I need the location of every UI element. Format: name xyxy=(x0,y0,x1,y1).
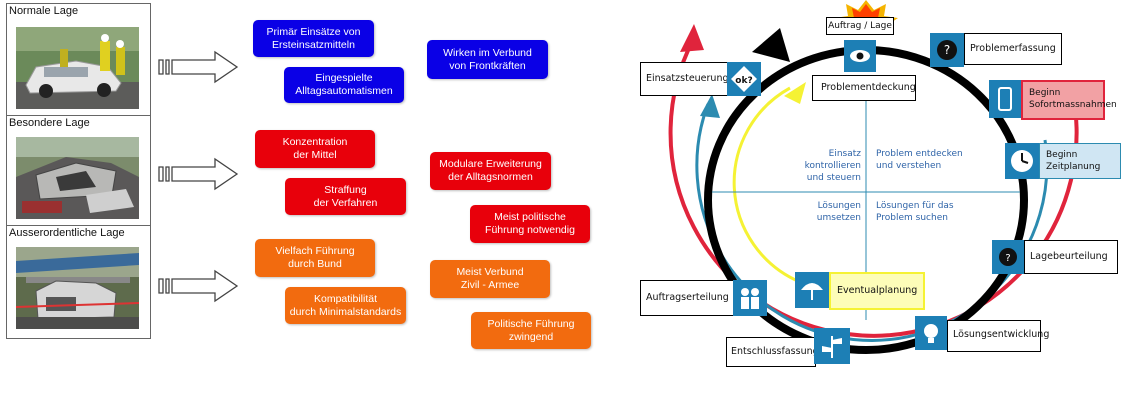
right-arrow-icon xyxy=(158,269,239,303)
photo-disaster-site xyxy=(16,247,139,329)
box-besondere-4: Meist politische Führung notwendig xyxy=(470,205,590,243)
signpost-icon xyxy=(814,328,850,364)
problemerfassung-box: Problemerfassung xyxy=(964,33,1062,65)
right-arrow-icon xyxy=(158,157,239,191)
lightbulb-icon xyxy=(915,316,947,350)
quadrant-top-right: Problem entdecken und verstehen xyxy=(876,149,963,171)
mobile-phone-icon xyxy=(989,80,1021,118)
question-gear-icon: ? xyxy=(930,33,964,67)
compass-icon: ? xyxy=(992,240,1024,274)
right-arrow-icon xyxy=(158,50,239,84)
quadrant-bottom-right: Lösungen für das Problem suchen xyxy=(876,201,954,223)
box-ausser-4: Politische Führung zwingend xyxy=(471,312,591,349)
svg-text:ok?: ok? xyxy=(735,76,752,86)
section-title-besondere: Besondere Lage xyxy=(9,117,90,129)
leadership-cycle-diagram: Auftrag / Lage Problementdeckung ? Probl… xyxy=(632,0,1121,418)
clock-icon xyxy=(1005,143,1039,179)
loesungsentwicklung-box: Lösungsentwicklung xyxy=(947,320,1049,352)
quadrant-bottom-left: Lösungen umsetzen xyxy=(816,201,861,223)
einsatzsteuerung-box: Einsatzsteuerung xyxy=(640,62,729,96)
section-title-ausserordentlich: Ausserordentliche Lage xyxy=(9,227,125,239)
auftrag-lage-label: Auftrag / Lage xyxy=(826,17,894,35)
section-divider xyxy=(7,115,150,116)
svg-text:?: ? xyxy=(944,43,950,57)
box-besondere-3: Modulare Erweiterung der Alltagsnormen xyxy=(430,152,551,190)
sofortmassnahmen-box: Beginn Sofortmassnahmen xyxy=(1021,80,1117,120)
box-ausser-2: Kompatibilität durch Minimalstandards xyxy=(285,287,406,324)
section-divider xyxy=(7,225,150,226)
box-normal-2: Eingespielte Alltagsautomatismen xyxy=(284,67,404,103)
entschlussfassung-box: Entschlussfassung xyxy=(726,337,819,367)
photo-car-accident xyxy=(16,27,139,109)
ok-check-icon: ok? xyxy=(727,62,761,96)
zeitplanung-box: Beginn Zeitplanung xyxy=(1039,143,1121,179)
box-ausser-1: Vielfach Führung durch Bund xyxy=(255,239,375,277)
section-title-normal: Normale Lage xyxy=(9,5,79,17)
box-normal-3: Wirken im Verbund von Frontkräften xyxy=(427,40,548,79)
box-besondere-1: Konzentration der Mittel xyxy=(255,130,375,168)
quadrant-top-left: Einsatz kontrollieren und steuern xyxy=(804,149,861,183)
eye-icon xyxy=(844,40,876,72)
box-besondere-2: Straffung der Verfahren xyxy=(285,178,406,215)
photo-train-crash xyxy=(16,137,139,219)
situation-panel: Normale Lage Besondere Lage Ausserordent… xyxy=(6,3,151,339)
eventualplanung-box: Eventualplanung xyxy=(829,272,925,310)
problementdeckung-box: Problementdeckung xyxy=(812,75,916,101)
box-ausser-3: Meist Verbund Zivil - Armee xyxy=(430,260,550,298)
auftragserteilung-box: Auftragserteilung xyxy=(640,280,735,316)
svg-text:?: ? xyxy=(1005,253,1010,264)
people-icon xyxy=(733,280,767,316)
lagebeurteilung-box: Lagebeurteilung xyxy=(1024,240,1118,274)
box-normal-1: Primär Einsätze von Ersteinsatzmitteln xyxy=(253,20,374,57)
umbrella-icon xyxy=(795,272,829,308)
